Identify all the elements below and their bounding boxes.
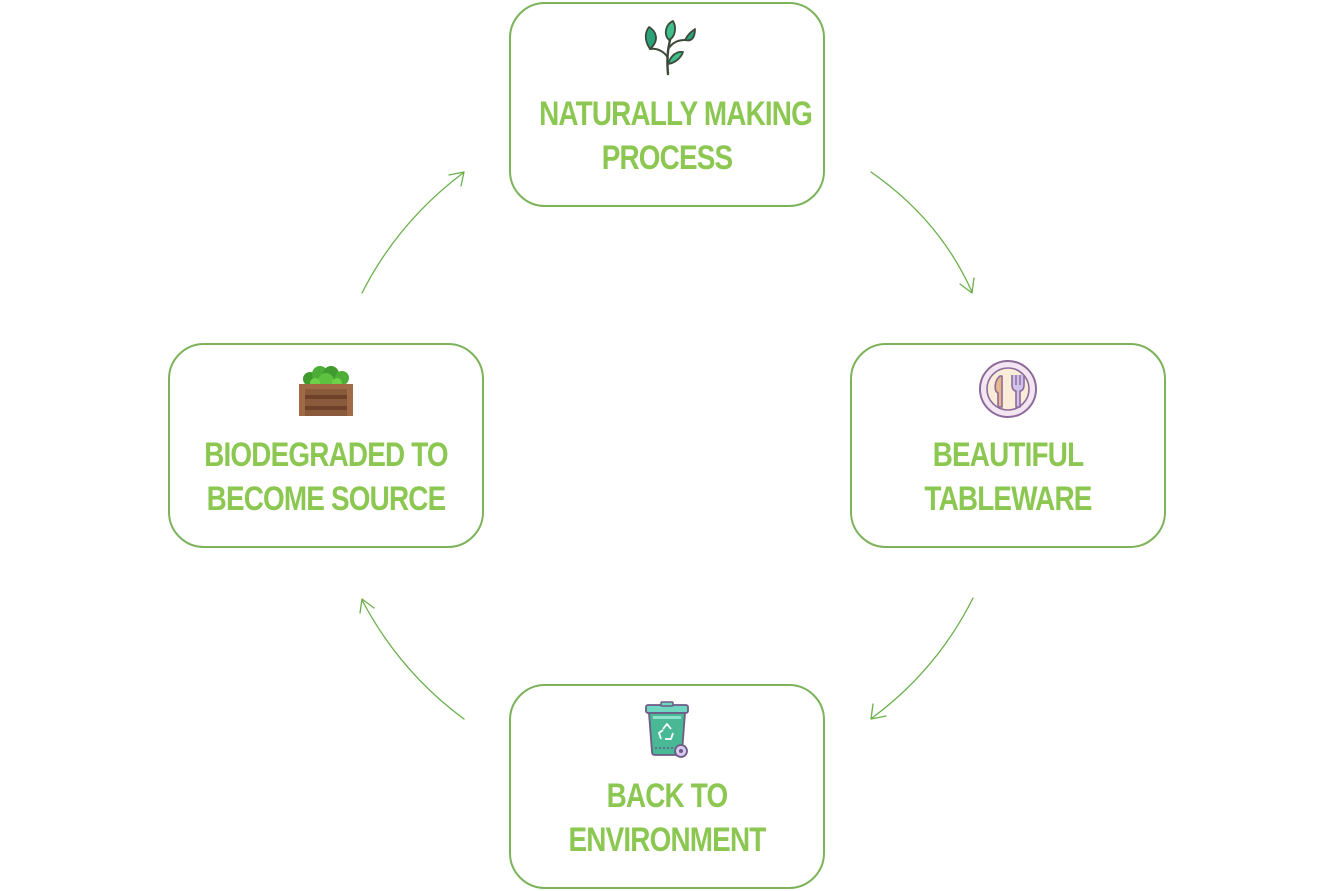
sprout-icon [637,18,697,78]
compost-crate-icon [296,359,356,419]
arrow-left-to-top [361,171,465,294]
step-label-line1: NATURALLY MAKING [539,95,813,133]
step-label-line1: BACK TO [606,777,729,815]
recycle-bin-icon [637,700,697,760]
step-card-biodegraded-to-become-source: BIODEGRADED TO BECOME SOURCE [168,343,484,548]
plate-cutlery-icon [978,359,1038,419]
step-card-naturally-making-process: NATURALLY MAKING PROCESS [509,2,825,207]
step-label-line2: TABLEWARE [924,480,1092,518]
step-label: BACK TO ENVIRONMENT [539,774,795,862]
step-label-line2: BECOME SOURCE [206,480,447,518]
step-label-line2: ENVIRONMENT [568,821,766,859]
arrow-top-to-right [870,171,975,294]
step-label: BEAUTIFUL TABLEWARE [880,433,1136,521]
step-card-beautiful-tableware: BEAUTIFUL TABLEWARE [850,343,1166,548]
step-label-line1: BEAUTIFUL [932,436,1084,474]
step-label-line2: PROCESS [601,139,733,177]
arrow-right-to-bottom [870,597,974,720]
step-card-back-to-environment: BACK TO ENVIRONMENT [509,684,825,889]
step-label: NATURALLY MAKING PROCESS [539,92,813,180]
step-label-line1: BIODEGRADED TO [204,436,448,474]
step-label: BIODEGRADED TO BECOME SOURCE [198,433,454,521]
arrow-bottom-to-left [359,598,465,720]
